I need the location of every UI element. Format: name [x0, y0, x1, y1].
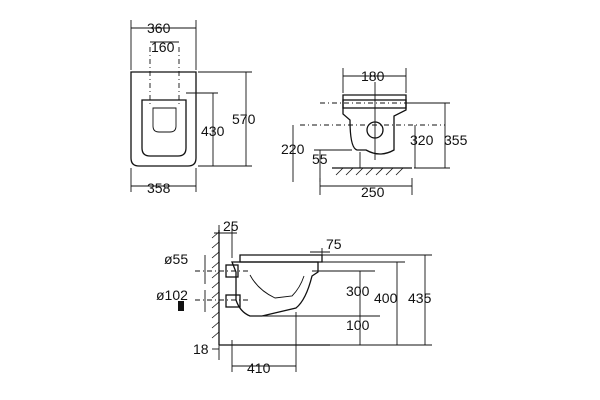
front-seat-outline	[141, 99, 187, 157]
outlet-fitting	[225, 294, 241, 308]
dim-400-label: 400	[374, 290, 398, 306]
side-small-rim	[342, 99, 407, 109]
front-seat-inner	[152, 107, 177, 133]
dim-430-label: 430	[201, 123, 225, 139]
dim-o102-label: ø102	[156, 287, 188, 303]
outlet-marker	[178, 301, 184, 311]
front-bowl-outline	[130, 71, 197, 167]
dim-355-label: 355	[444, 132, 468, 148]
inlet-fitting	[225, 264, 239, 278]
dim-435-label: 435	[408, 290, 432, 306]
dim-160-label: 160	[151, 39, 175, 55]
large-bowl-body	[231, 261, 319, 317]
dim-25-label: 25	[223, 218, 239, 234]
dim-o55-label: ø55	[164, 251, 188, 267]
dim-75-label: 75	[326, 236, 342, 252]
dim-360-label: 360	[147, 20, 171, 36]
dim-570-label: 570	[232, 111, 256, 127]
front-view: 360 160 570 430 358	[130, 20, 256, 196]
side-view-small: 180 220 55 320 355 250	[281, 68, 468, 200]
dim-18-label: 18	[193, 341, 209, 357]
dim-180-label: 180	[361, 68, 385, 84]
dim-100-label: 100	[346, 317, 370, 333]
dim-358-label: 358	[147, 180, 171, 196]
dim-410-label: 410	[247, 360, 271, 376]
dim-250-label: 250	[361, 184, 385, 200]
dim-300-label: 300	[346, 283, 370, 299]
side-small-bowl	[342, 94, 407, 155]
side-small-floor-hatch	[335, 167, 404, 176]
wall-hatch	[211, 231, 220, 339]
large-bowl-inner	[249, 274, 305, 299]
dim-55-label: 55	[312, 151, 328, 167]
large-seat	[239, 254, 323, 263]
dim-320-label: 320	[410, 132, 434, 148]
dim-220-label: 220	[281, 141, 305, 157]
side-view-large: 25 ø55 75 ø102 300 400 435 100 18	[156, 218, 432, 376]
